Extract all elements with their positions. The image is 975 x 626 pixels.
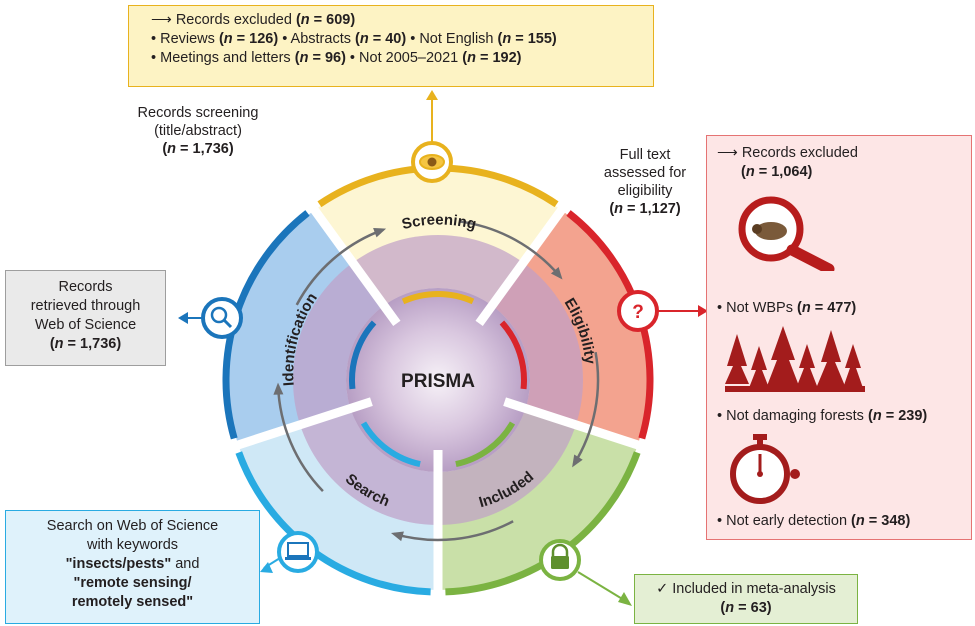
- cycle-arrow-head: [373, 228, 387, 238]
- stopwatch-icon: [730, 434, 800, 504]
- separator: [503, 397, 651, 453]
- mid-identification: [293, 262, 384, 425]
- inner-arc-included: [455, 421, 516, 468]
- inner-arc-screening: [401, 291, 475, 305]
- cycle-arrow: [460, 220, 562, 278]
- inner-arc-eligibility: [499, 320, 527, 390]
- search-icon: [201, 297, 243, 339]
- question-icon: ?: [617, 290, 659, 332]
- magnifier-beetle-icon: [738, 196, 835, 271]
- lock-icon: [539, 539, 581, 581]
- identification-box: Records retrieved through Web of Science…: [5, 270, 166, 366]
- cycle-arrow: [393, 520, 514, 542]
- forest-icon: [725, 326, 865, 392]
- eligibility-excluded-box: ⟶ Records excluded (n = 1,064) • Not WBP…: [706, 135, 972, 540]
- inner-arcs: [349, 291, 527, 468]
- cycle-arrow: [276, 385, 324, 493]
- fulltext-label: Full text assessed for eligibility (n = …: [603, 147, 687, 217]
- middle-ring-segments: [293, 235, 583, 525]
- search-box: Search on Web of Science with keywords "…: [5, 510, 260, 624]
- separator: [475, 197, 573, 327]
- inner-arc-identification: [349, 320, 377, 390]
- checkmark-icon: ✓: [656, 581, 669, 597]
- segment-included: [438, 408, 638, 590]
- arrow-right-icon: ⟶: [151, 12, 172, 28]
- cycle-arrow-head: [273, 382, 284, 395]
- cycle-arrow-head: [391, 531, 404, 542]
- laptop-icon: [277, 531, 319, 573]
- included-box: ✓ Included in meta-analysis (n = 63): [634, 574, 858, 624]
- mid-screening: [352, 235, 524, 306]
- cycle-arrow-head: [572, 454, 583, 468]
- separator: [303, 197, 401, 327]
- arrow-right-icon: ⟶: [717, 145, 738, 161]
- mid-included: [438, 408, 576, 525]
- separators: [225, 197, 651, 602]
- center-disc: [346, 288, 530, 472]
- cycle-arrows: [273, 220, 600, 542]
- svg-text:?: ?: [632, 302, 644, 323]
- mid-eligibility: [492, 262, 583, 425]
- stage-screening: Screening: [400, 211, 478, 233]
- screening-excluded-box: ⟶ Records excluded (n = 609) • Reviews (…: [128, 5, 654, 87]
- center-label: PRISMA: [401, 371, 475, 392]
- cycle-arrow: [572, 351, 600, 466]
- inner-arc-search: [360, 421, 421, 468]
- eye-icon: [411, 141, 453, 183]
- segment-search: [238, 408, 438, 590]
- mid-search: [300, 408, 438, 525]
- separator: [225, 397, 373, 453]
- cycle-arrow: [295, 228, 384, 306]
- screening-label: Records screening (title/abstract) (n = …: [137, 105, 259, 157]
- connectors: [178, 90, 708, 606]
- cycle-arrow-head: [550, 267, 563, 280]
